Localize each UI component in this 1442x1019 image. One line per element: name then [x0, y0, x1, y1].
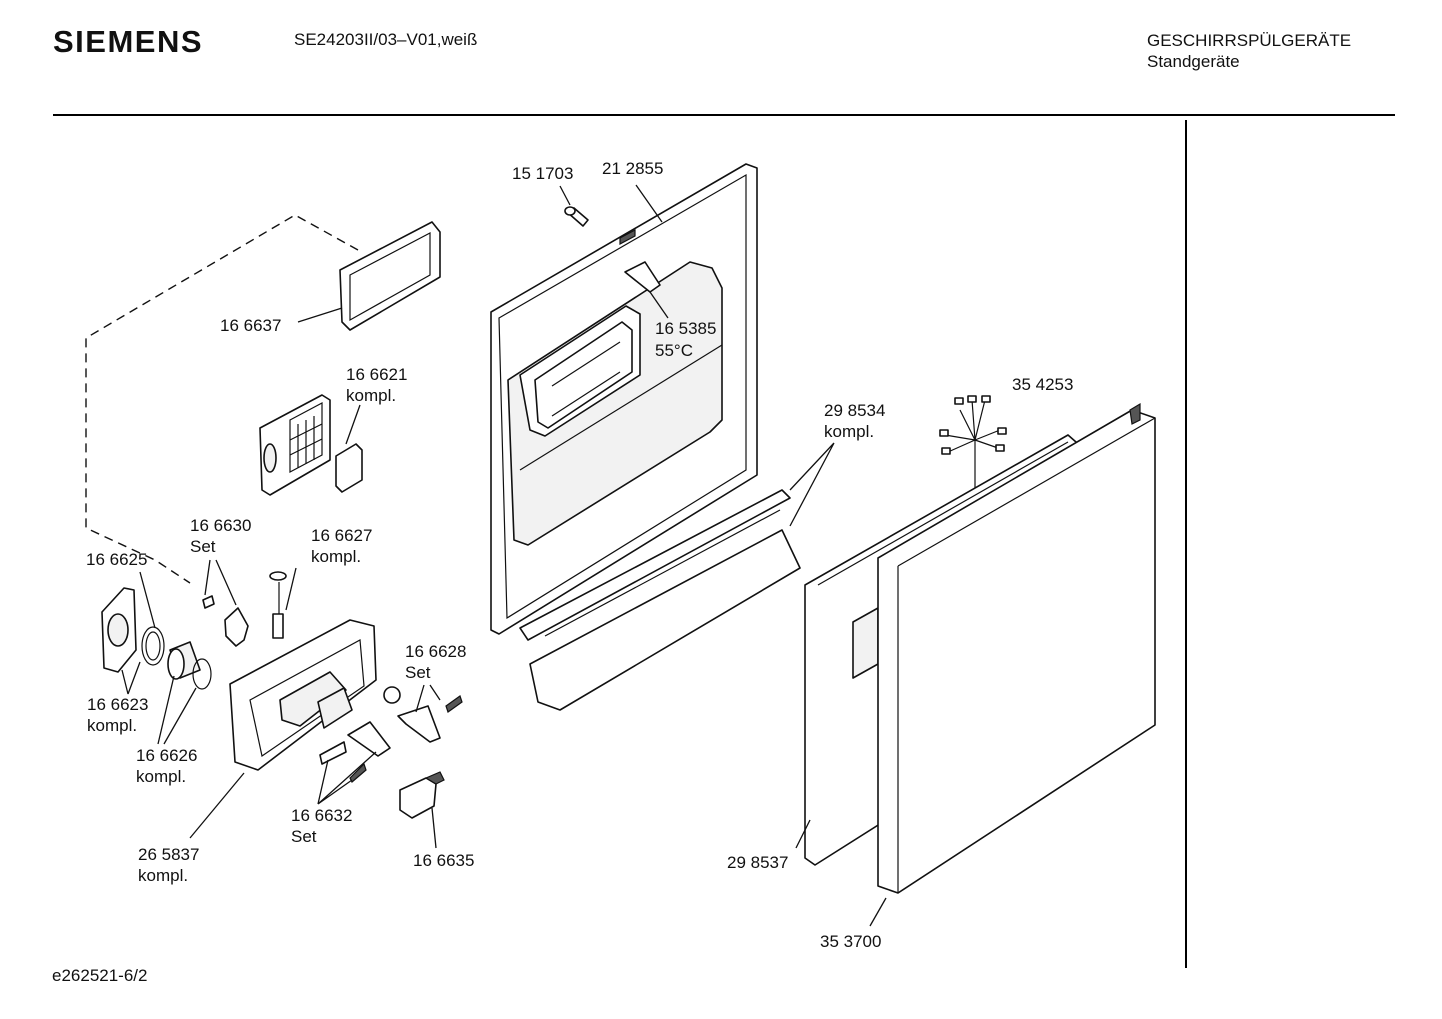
callout-298537: 29 8537 [727, 853, 788, 872]
category-title: GESCHIRRSPÜLGERÄTE [1147, 31, 1352, 50]
callout-265837: 26 5837 [138, 845, 199, 864]
callout-165385: 16 5385 [655, 319, 716, 338]
lever-set [383, 686, 463, 743]
callout-166630: 16 6630 [190, 516, 251, 535]
brand-logo: SIEMENS [53, 24, 204, 59]
rinse-aid-valve [269, 571, 287, 639]
callout-166626: 16 6626 [136, 746, 197, 765]
detergent-dispenser-housing [229, 619, 377, 771]
control-panel-strip [519, 489, 801, 711]
callout-166632-note: Set [291, 827, 317, 846]
callout-151703: 15 1703 [512, 164, 573, 183]
callout-298534-note: kompl. [824, 422, 874, 441]
callout-166630-note: Set [190, 537, 216, 556]
callout-166637: 16 6637 [220, 316, 281, 335]
spring-pin-set [202, 595, 249, 647]
callout-212855: 21 2855 [602, 159, 663, 178]
gasket-ring [141, 626, 165, 666]
category-subtitle: Standgeräte [1147, 52, 1240, 71]
callout-265837-note: kompl. [138, 866, 188, 885]
callout-166623: 16 6623 [87, 695, 148, 714]
callout-166623-note: kompl. [87, 716, 137, 735]
callout-298534: 29 8534 [824, 401, 885, 420]
callout-353700: 35 3700 [820, 932, 881, 951]
inner-door-panel [490, 163, 758, 635]
lid-seal [335, 443, 363, 493]
assembly-dashed-line [85, 214, 359, 584]
knob-housing [101, 587, 137, 673]
callout-166635: 16 6635 [413, 851, 474, 870]
drawing-id: e262521-6/2 [52, 966, 148, 985]
header-rule [53, 114, 1395, 116]
dispenser-frame [339, 221, 441, 331]
callout-166628-note: Set [405, 663, 431, 682]
wiring-harness [939, 395, 1007, 490]
spring-set [319, 721, 391, 783]
callout-354253: 35 4253 [1012, 375, 1073, 394]
appliance-category: GESCHIRRSPÜLGERÄTE Standgeräte [1147, 30, 1351, 72]
screw [564, 206, 589, 227]
callout-166626-note: kompl. [136, 767, 186, 786]
callout-166632: 16 6632 [291, 806, 352, 825]
model-designation: SE24203II/03–V01,weiß [294, 30, 478, 49]
margin-rule [1185, 120, 1187, 968]
door-switch [399, 771, 445, 819]
callout-166627-note: kompl. [311, 547, 361, 566]
callout-leader-lines [121, 184, 887, 927]
callout-166621-note: kompl. [346, 386, 396, 405]
callout-166625: 16 6625 [86, 550, 147, 569]
dispenser-lid [259, 394, 331, 496]
callout-166621: 16 6621 [346, 365, 407, 384]
callout-166628: 16 6628 [405, 642, 466, 661]
callout-165385-note: 55°C [655, 341, 693, 360]
dispenser-nozzle [167, 641, 212, 690]
callout-166627: 16 6627 [311, 526, 372, 545]
outer-door [877, 402, 1156, 894]
